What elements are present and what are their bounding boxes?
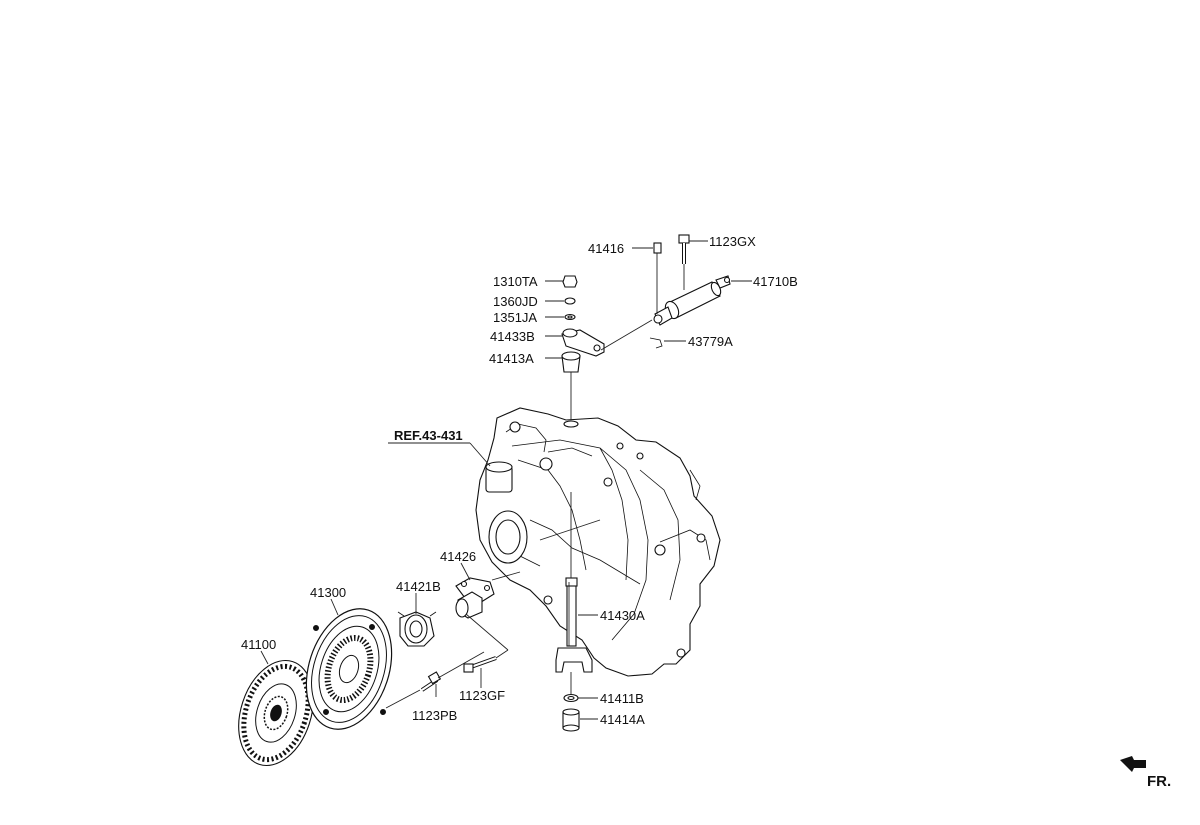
washer-1351ja [564, 313, 576, 321]
front-arrow-icon [1120, 756, 1146, 772]
label-1310ta: 1310TA [493, 274, 538, 289]
release-bearing [397, 611, 437, 647]
label-41414a: 41414A [600, 712, 645, 727]
release-cylinder [653, 275, 731, 326]
clutch-disc [238, 659, 314, 767]
ref-label: REF.43-431 [394, 428, 463, 443]
bushing-set [562, 693, 580, 732]
clutch-cover [305, 608, 393, 730]
label-41416: 41416 [588, 241, 624, 256]
bolt-1123pb [420, 671, 442, 692]
front-direction-label: FR. [1147, 773, 1171, 790]
label-1360jd: 1360JD [493, 294, 538, 309]
label-41421b: 41421B [396, 579, 441, 594]
part-labels: 41416 1123GX 1310TA 41710B 1360JD 1351JA… [241, 234, 798, 727]
label-1351ja: 1351JA [493, 310, 537, 325]
label-41426: 41426 [440, 549, 476, 564]
nut-1310ta [562, 275, 578, 288]
washer-1360jd [564, 297, 576, 305]
label-41411b: 41411B [600, 691, 644, 706]
release-fork-upper [561, 328, 605, 373]
label-43779a: 43779A [688, 334, 733, 349]
pin-41416 [653, 242, 662, 254]
label-41433b: 41433B [490, 329, 535, 344]
label-1123pb: 1123PB [412, 708, 457, 723]
release-sleeve [455, 577, 495, 619]
label-41430a: 41430A [600, 608, 645, 623]
front-direction-indicator: FR. [1120, 756, 1171, 790]
bolt-1123gx [678, 234, 690, 264]
label-41300: 41300 [310, 585, 346, 600]
label-1123gf: 1123GF [459, 688, 505, 703]
clip-43779a [649, 337, 663, 349]
release-shaft [555, 577, 593, 673]
transmission-case [475, 407, 721, 677]
label-41100: 41100 [241, 637, 276, 652]
label-41710b: 41710B [753, 274, 798, 289]
label-1123gx: 1123GX [709, 234, 756, 249]
bolt-1123gf [463, 656, 497, 673]
leader-lines [260, 240, 752, 720]
label-41413a: 41413A [489, 351, 534, 366]
